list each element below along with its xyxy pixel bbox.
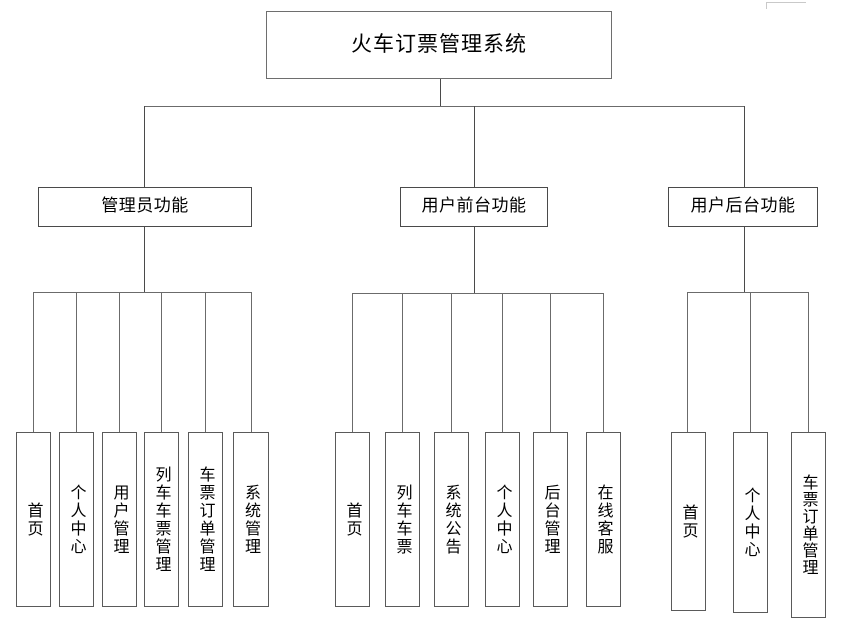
node-leaf-user-front-4[interactable]: 个人中心: [485, 432, 520, 607]
node-leaf-admin-3[interactable]: 用户管理: [102, 432, 137, 607]
connector-user-back-leaf-drop-2: [750, 292, 751, 432]
node-leaf-user-front-2-label: 列车车票: [393, 483, 413, 556]
node-root-label: 火车订票管理系统: [351, 32, 527, 57]
node-leaf-user-front-3-label: 系统公告: [442, 483, 462, 556]
node-leaf-user-front-5-label: 后台管理: [541, 483, 561, 556]
node-leaf-user-front-1[interactable]: 首页: [335, 432, 370, 607]
connector-level2-bus: [144, 106, 744, 107]
node-root[interactable]: 火车订票管理系统: [266, 11, 612, 79]
node-branch-user-back[interactable]: 用户后台功能: [668, 187, 818, 227]
node-leaf-user-back-1-label: 首页: [679, 503, 699, 540]
node-leaf-admin-3-label: 用户管理: [110, 483, 130, 556]
node-leaf-user-back-3[interactable]: 车票订单管理: [791, 432, 826, 618]
connector-drop-admin: [144, 106, 145, 187]
node-leaf-admin-6[interactable]: 系统管理: [233, 432, 269, 607]
node-leaf-user-front-6[interactable]: 在线客服: [586, 432, 621, 607]
node-leaf-admin-4-label: 列车车票管理: [152, 465, 172, 574]
node-branch-user-front-label: 用户前台功能: [421, 196, 527, 217]
node-leaf-user-back-2-label: 个人中心: [741, 486, 761, 559]
connector-user-front-leaf-drop-2: [402, 293, 403, 432]
connector-drop-user-back: [744, 106, 745, 187]
node-leaf-user-front-2[interactable]: 列车车票: [385, 432, 420, 607]
connector-user-front-leaf-drop-5: [550, 293, 551, 432]
connector-user-back-bus: [687, 292, 808, 293]
connector-user-front-leaf-drop-3: [451, 293, 452, 432]
node-branch-user-front[interactable]: 用户前台功能: [400, 187, 548, 227]
connector-user-front-leaf-drop-4: [502, 293, 503, 432]
node-branch-admin-label: 管理员功能: [101, 196, 189, 217]
connector-user-back-leaf-drop-1: [687, 292, 688, 432]
connector-admin-leaf-drop-2: [76, 292, 77, 432]
connector-admin-leaf-drop-6: [251, 292, 252, 432]
node-leaf-user-front-3[interactable]: 系统公告: [434, 432, 469, 607]
connector-drop-user-front: [474, 106, 475, 187]
node-leaf-admin-1-label: 首页: [24, 501, 44, 538]
node-leaf-admin-2-label: 个人中心: [67, 483, 87, 556]
node-leaf-admin-1[interactable]: 首页: [16, 432, 51, 607]
node-leaf-user-back-3-label: 车票订单管理: [799, 474, 819, 576]
node-leaf-user-front-1-label: 首页: [343, 501, 363, 538]
node-leaf-admin-5[interactable]: 车票订单管理: [188, 432, 223, 607]
scan-artifact-line: [766, 2, 806, 3]
connector-user-front-leaf-drop-6: [603, 293, 604, 432]
node-leaf-admin-5-label: 车票订单管理: [196, 465, 216, 574]
node-leaf-user-back-2[interactable]: 个人中心: [733, 432, 768, 613]
connector-user-back-leaf-drop-3: [808, 292, 809, 432]
scan-artifact-tick: [766, 2, 767, 9]
connector-user-front-bus: [352, 293, 604, 294]
connector-root-stem: [440, 79, 441, 106]
connector-admin-leaf-drop-1: [33, 292, 34, 432]
connector-admin-bus: [33, 292, 252, 293]
node-leaf-admin-6-label: 系统管理: [242, 483, 261, 556]
node-leaf-admin-2[interactable]: 个人中心: [59, 432, 94, 607]
node-leaf-user-front-6-label: 在线客服: [594, 483, 614, 556]
node-branch-admin[interactable]: 管理员功能: [38, 187, 252, 227]
node-leaf-admin-4[interactable]: 列车车票管理: [144, 432, 179, 607]
connector-admin-leaf-drop-3: [119, 292, 120, 432]
node-branch-user-back-label: 用户后台功能: [690, 196, 796, 217]
connector-admin-leaf-drop-5: [205, 292, 206, 432]
connector-admin-stem: [144, 227, 145, 292]
node-leaf-user-front-5[interactable]: 后台管理: [533, 432, 568, 607]
node-leaf-user-front-4-label: 个人中心: [493, 483, 513, 556]
connector-user-front-stem: [474, 227, 475, 293]
node-leaf-user-back-1[interactable]: 首页: [671, 432, 706, 611]
connector-user-back-stem: [744, 227, 745, 292]
connector-user-front-leaf-drop-1: [352, 293, 353, 432]
connector-admin-leaf-drop-4: [161, 292, 162, 432]
